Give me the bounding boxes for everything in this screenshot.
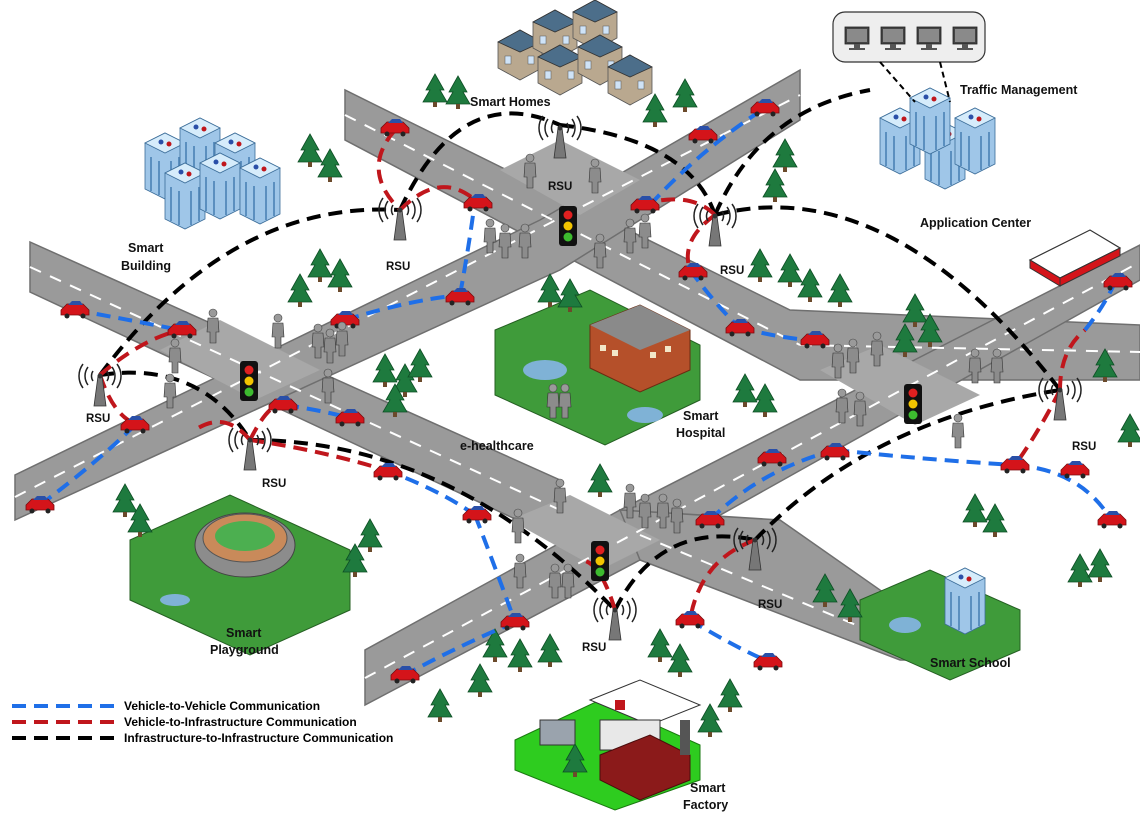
legend-label-v2v: Vehicle-to-Vehicle Communication	[124, 699, 320, 713]
smart-building-label-1: Smart	[128, 241, 164, 255]
traffic-management-label: Traffic Management	[960, 83, 1078, 97]
rsu-label: RSU	[548, 181, 572, 193]
smart-factory-label-2: Factory	[683, 798, 728, 812]
smart-playground-label-1: Smart	[226, 626, 262, 640]
car-icon	[1060, 460, 1090, 479]
rsu-antenna-icon	[378, 197, 422, 241]
smart-building-label-2: Building	[121, 259, 171, 273]
smart-hospital-label-1: Smart	[683, 409, 719, 423]
hospital-park	[494, 289, 701, 446]
rsu-label: RSU	[1072, 441, 1096, 453]
traffic-light-icon	[904, 384, 922, 424]
rsu-label: RSU	[758, 599, 782, 611]
traffic-light-icon	[591, 541, 609, 581]
rsu-label: RSU	[262, 478, 286, 490]
rsu-label: RSU	[720, 265, 744, 277]
intersection-east	[820, 345, 980, 425]
factory-site	[514, 679, 702, 811]
traffic-light-icon	[559, 206, 577, 246]
traffic-light-icon	[240, 361, 258, 401]
gas-station	[1028, 229, 1122, 287]
car-icon	[1097, 510, 1127, 529]
legend-label-i2i: Infrastructure-to-Infrastructure Communi…	[124, 731, 393, 745]
car-icon	[675, 610, 705, 629]
smart-building-cluster	[144, 117, 281, 230]
traffic-management-bubble	[832, 11, 986, 103]
car-icon	[1000, 455, 1030, 474]
application-center-cluster	[879, 87, 996, 190]
application-center-label: Application Center	[920, 216, 1031, 230]
intersection-west	[160, 320, 320, 400]
legend: Vehicle-to-Vehicle Communication Vehicle…	[12, 699, 393, 745]
labels: Smart Homes Traffic Management Applicati…	[86, 83, 1096, 812]
school-park	[859, 567, 1021, 681]
legend-item-v2v: Vehicle-to-Vehicle Communication	[12, 699, 320, 713]
rsu-label: RSU	[582, 642, 606, 654]
car-icon	[373, 462, 403, 481]
smart-hospital-label-2: Hospital	[676, 426, 725, 440]
rsu-antenna-icon	[228, 427, 272, 471]
rsu-label: RSU	[386, 261, 410, 273]
playground-park	[129, 494, 351, 656]
smart-factory-label-1: Smart	[690, 781, 726, 795]
intersection-north	[500, 140, 640, 215]
rsu-antenna-icon	[78, 363, 122, 407]
legend-item-i2i: Infrastructure-to-Infrastructure Communi…	[12, 731, 393, 745]
v2i-links	[98, 128, 1087, 621]
ehealthcare-label: e-healthcare	[460, 439, 534, 453]
legend-label-v2i: Vehicle-to-Infrastructure Communication	[124, 715, 357, 729]
smart-homes-label: Smart Homes	[470, 95, 551, 109]
hospital-windows	[600, 345, 671, 358]
intersection-south	[510, 495, 660, 570]
rsu-label: RSU	[86, 413, 110, 425]
smart-school-label: Smart School	[930, 656, 1011, 670]
legend-item-v2i: Vehicle-to-Infrastructure Communication	[12, 715, 357, 729]
smart-playground-label-2: Playground	[210, 643, 279, 657]
smart-homes-cluster	[497, 0, 653, 106]
